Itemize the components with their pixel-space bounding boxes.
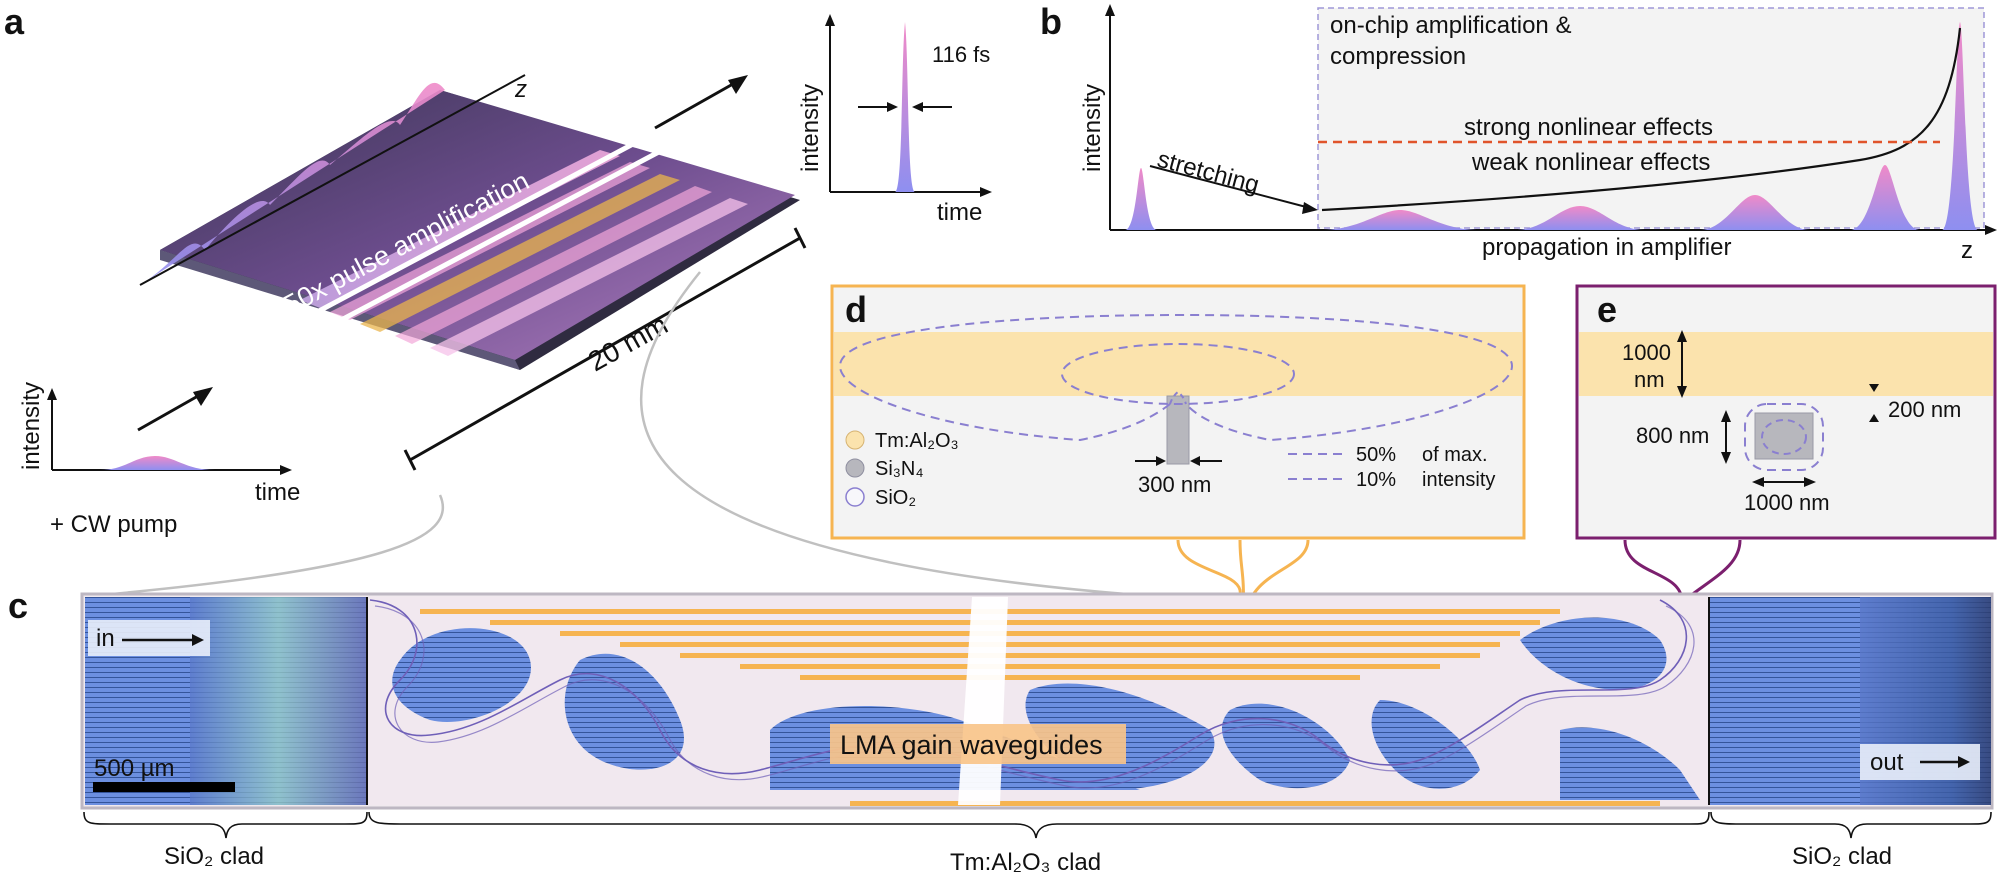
amplification-region-frame <box>249 132 678 358</box>
e-thickness-label-1: 1000 <box>1622 340 1671 365</box>
input-arrow <box>137 390 206 432</box>
panel-label-e: e <box>1597 289 1617 330</box>
d-connector <box>1176 539 1245 617</box>
panel-b-xlabel: propagation in amplifier <box>1482 234 1731 261</box>
stretching-label: stretching <box>1154 146 1262 199</box>
left-clad-label: SiO₂ clad <box>164 843 264 870</box>
contour-50-text: of max. <box>1422 444 1488 466</box>
panel-b-ylabel: intensity <box>1079 84 1106 172</box>
right-clad-label: SiO₂ clad <box>1792 843 1892 870</box>
panel-c-chip-layout <box>80 592 1994 810</box>
out-label: out <box>1870 749 1904 776</box>
pulse-train <box>140 82 445 285</box>
weak-effects-label: weak nonlinear effects <box>1471 149 1710 176</box>
e-gap-label: 200 nm <box>1888 397 1961 422</box>
input-pulse-inset <box>47 388 292 475</box>
box-title-1: on-chip amplification & <box>1330 12 1571 39</box>
box-title-2: compression <box>1330 43 1466 70</box>
output-arrow <box>654 78 741 130</box>
panel-b-plot <box>1105 4 1997 235</box>
output-xlabel: time <box>937 199 982 226</box>
scale-bar-label: 500 µm <box>94 755 175 782</box>
contour-50-label: 50% <box>1356 444 1396 466</box>
amplification-box <box>1317 7 1985 229</box>
panel-e-box <box>1575 284 1997 540</box>
cladding-braces <box>83 811 1992 839</box>
d-width-label: 300 nm <box>1138 472 1211 497</box>
input-ylabel: intensity <box>18 382 45 470</box>
strong-effects-label: strong nonlinear effects <box>1464 114 1713 141</box>
panel-label-b: b <box>1040 1 1062 42</box>
pump-label: + CW pump <box>50 511 177 538</box>
length-dimension <box>409 236 801 462</box>
panel-b-z-label: z <box>1961 237 1973 264</box>
legend-sin: Si₃N₄ <box>875 458 924 480</box>
panel-d-box <box>830 284 1526 540</box>
output-ylabel: intensity <box>797 84 824 172</box>
z-axis-line <box>139 74 526 286</box>
z-axis-label: z <box>514 76 527 103</box>
pulse-width-label: 116 fs <box>932 42 990 67</box>
output-pulse-inset <box>825 14 992 197</box>
legend-sio2: SiO₂ <box>875 487 916 509</box>
e-width-label: 1000 nm <box>1744 490 1830 515</box>
middle-clad-label: Tm:Al₂O₃ clad <box>950 849 1101 873</box>
in-label: in <box>96 625 115 652</box>
e-height-label: 800 nm <box>1636 423 1709 448</box>
panel-label-d: d <box>845 289 867 330</box>
gain-waveguides-label: LMA gain waveguides <box>840 730 1103 760</box>
chip-illustration <box>160 90 800 370</box>
panel-label-c: c <box>8 585 28 626</box>
input-xlabel: time <box>255 479 300 506</box>
contour-10-label: 10% <box>1356 469 1396 491</box>
e-thickness-label-2: nm <box>1634 367 1665 392</box>
panel-label-a: a <box>4 1 25 42</box>
legend-tm: Tm:Al₂O₃ <box>875 430 959 452</box>
contour-10-text: intensity <box>1422 469 1495 491</box>
